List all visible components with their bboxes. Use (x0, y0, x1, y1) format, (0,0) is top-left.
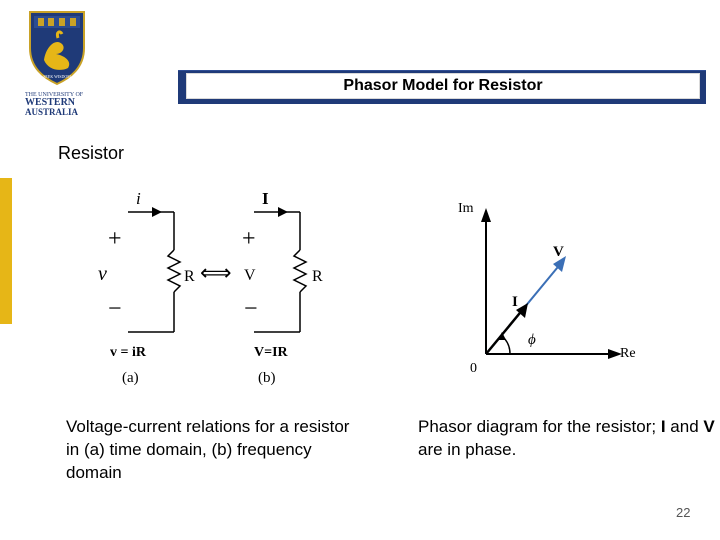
circuit-a-current-label: i (136, 189, 141, 208)
page-number: 22 (676, 505, 691, 520)
caption-phasor: Phasor diagram for the resistor; I and V… (418, 415, 718, 461)
circuit-a-label: (a) (122, 370, 139, 386)
phasor-origin-label: 0 (470, 361, 477, 376)
circuit-a: i + v − R v = iR (a) (98, 189, 195, 386)
circuit-a-plus: + (108, 226, 122, 252)
circuit-a-relation: v = iR (110, 345, 147, 360)
caption-phasor-part3: are in phase. (418, 440, 517, 459)
circuit-b-label: (b) (258, 370, 276, 386)
phasor-v-label: V (553, 244, 564, 260)
circuit-b-current-label: I (262, 189, 269, 208)
university-logo: SEEK WISDOM THE UNIVERSITY OF WESTERN AU… (25, 11, 85, 117)
phasor-i-vector (485, 307, 525, 355)
phasor-diagram: Im Re 0 V I ϕ (458, 201, 636, 376)
phasor-i-arrowhead (516, 303, 528, 318)
equivalence-arrow: ⟺ (200, 260, 232, 285)
circuit-b-relation: V=IR (254, 345, 289, 360)
caption-phasor-part1: Phasor diagram for the resistor; (418, 417, 661, 436)
circuit-b-resistor-label: R (312, 268, 323, 285)
logo-line1: THE UNIVERSITY OF (25, 92, 84, 98)
side-bar-accent (0, 178, 12, 324)
circuit-b-plus: + (242, 226, 256, 252)
circuit-b-minus: − (244, 296, 258, 322)
circuit-a-current-arrow (152, 207, 162, 217)
phasor-v-arrowhead (553, 256, 566, 272)
caption-circuit: Voltage-current relations for a resistor… (66, 417, 350, 482)
circuit-b-voltage-label: V (244, 267, 256, 284)
logo-motto: SEEK WISDOM (43, 74, 71, 79)
caption-phasor-i: I (660, 417, 666, 436)
phasor-phi-label: ϕ (528, 332, 536, 348)
caption-phasor-part2: and (665, 417, 704, 436)
circuit-a-resistor (166, 249, 182, 293)
circuit-a-voltage-label: v (98, 263, 107, 285)
side-bar-top (0, 0, 12, 178)
circuit-b: I + V − R V=IR (b) (242, 189, 323, 386)
circuit-b-resistor (292, 249, 308, 293)
phasor-re-label: Re (620, 346, 636, 361)
caption-phasor-v: V (703, 417, 715, 436)
section-label: Resistor (58, 143, 125, 163)
circuit-diagram: i + v − R v = iR (a) ⟺ I + V − R V=IR (b… (98, 189, 323, 386)
logo-line3: AUSTRALIA (25, 107, 79, 117)
slide-title: Phasor Model for Resistor (186, 73, 700, 99)
circuit-b-current-arrow (278, 207, 288, 217)
phasor-i-label: I (512, 294, 518, 310)
circuit-a-minus: − (108, 296, 122, 322)
phasor-im-label: Im (458, 201, 474, 216)
logo-line2: WESTERN (25, 97, 76, 108)
circuit-a-resistor-label: R (184, 268, 195, 285)
